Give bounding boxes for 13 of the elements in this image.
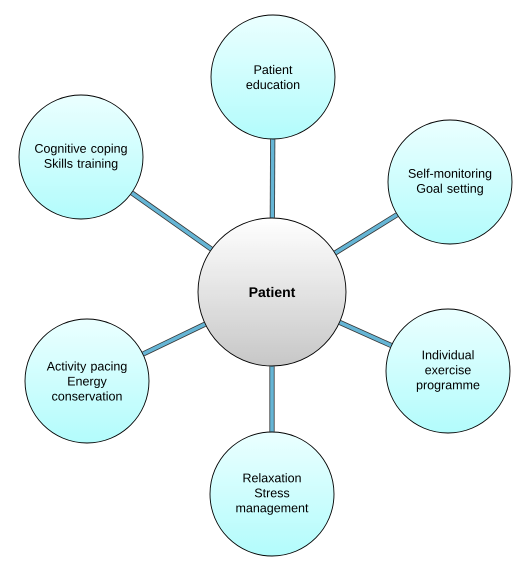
circle-node: Patient education	[210, 14, 336, 140]
circle-node: Activity pacing Energy conservation	[24, 318, 150, 444]
connector	[334, 212, 398, 256]
circle-node: Individual exercise programme	[386, 308, 510, 434]
connector	[270, 139, 276, 218]
connector	[142, 322, 206, 356]
circle-node: Cognitive coping Skills training	[18, 94, 144, 220]
connector	[338, 320, 392, 348]
circle-node: Self-monitoring Goal setting	[388, 120, 512, 244]
circle-node: Patient	[198, 218, 346, 366]
connector	[269, 366, 275, 432]
connector	[130, 190, 213, 252]
circle-node: Relaxation Stress management	[210, 432, 334, 556]
